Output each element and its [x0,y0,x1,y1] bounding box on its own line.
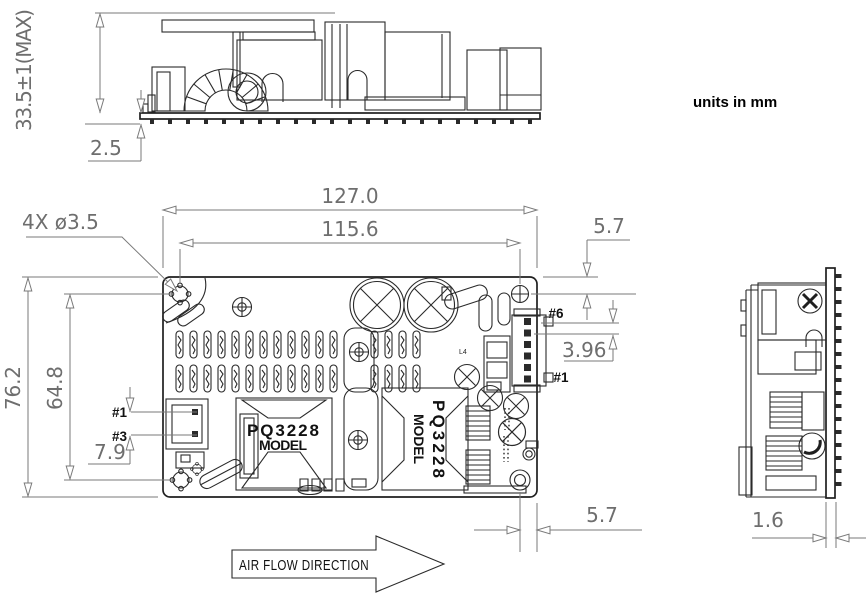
top-view: PQ3228 MODEL PQ3228 MODEL L4 [162,276,554,498]
dim-hole-span-x: 115.6 [321,217,378,241]
dc-pin6-label: #6 [548,306,564,321]
keepout-arc [165,277,207,324]
vent-slots [175,330,421,393]
mounting-hole-top-right [510,284,530,304]
side-view-toroid-inductor [183,68,269,112]
side-view-heatsink-plate [161,19,315,33]
dim-board-height: 76.2 [1,366,25,410]
dim-side-height: 33.5±1(MAX) [12,9,36,131]
dim-hole-span-y: 64.8 [43,366,67,410]
dim-pcb-thickness: 1.6 [752,508,784,532]
inductor-ref-label: L4 [459,349,467,356]
output-inductor [483,335,511,393]
screw-head [348,341,370,363]
dim-ac-pin-pitch: 7.9 [94,440,126,464]
pcb-outline [162,276,538,498]
side-view-top [139,19,542,124]
dc-pin1-label: #1 [553,370,569,385]
small-capacitor [497,417,527,447]
dim-board-width: 127.0 [321,184,378,208]
small-capacitor [502,392,530,420]
ac-pin1-label: #1 [112,405,128,420]
units-note: units in mm [693,94,777,111]
ac-pin-3 [192,431,198,437]
bulk-capacitor [403,277,459,333]
end-view-pcb-edge [825,267,836,499]
end-view-right: 1.6 [738,267,866,548]
airflow-label: AIR FLOW DIRECTION [239,557,369,574]
airflow-arrow: AIR FLOW DIRECTION [231,535,446,593]
top-view-dimensions: 127.0 115.6 5.7 76.2 64.8 4X ø3.5 #1 [1,184,642,552]
bulk-capacitor [349,277,405,333]
screw-head [231,296,253,318]
transformer-main-model: PQ3228 [247,421,319,440]
side-view-cap-arch [261,73,284,102]
side-view-pcb [139,112,541,120]
hole-callout: 4X ø3.5 [22,210,99,234]
side-view-dimensions: 33.5±1(MAX) 2.5 [12,9,335,162]
dim-hole-offset-top: 5.7 [593,214,625,238]
dim-pin-length: 2.5 [90,136,122,160]
dc-output-connector [511,308,554,393]
transformer-main-label: MODEL [259,437,307,453]
dim-hole-offset-bottom: 5.7 [586,503,618,527]
ac-pin3-label: #3 [112,429,128,444]
heatsink-fins [465,405,491,485]
mounting-hole-bottom-right [509,469,531,491]
transformer-aux-label: MODEL [411,414,427,464]
transformer-aux-model: PQ3228 [429,400,448,478]
small-capacitor [453,363,481,391]
dc-pin-6 [524,318,531,325]
ac-input-connector [165,398,209,450]
screw-head [347,429,369,451]
transformer-main: PQ3228 MODEL [235,397,345,496]
transformer-aux: PQ3228 MODEL [381,387,469,491]
dim-dc-pin-pitch: 3.96 [562,338,607,362]
dc-pin-1 [524,375,531,383]
